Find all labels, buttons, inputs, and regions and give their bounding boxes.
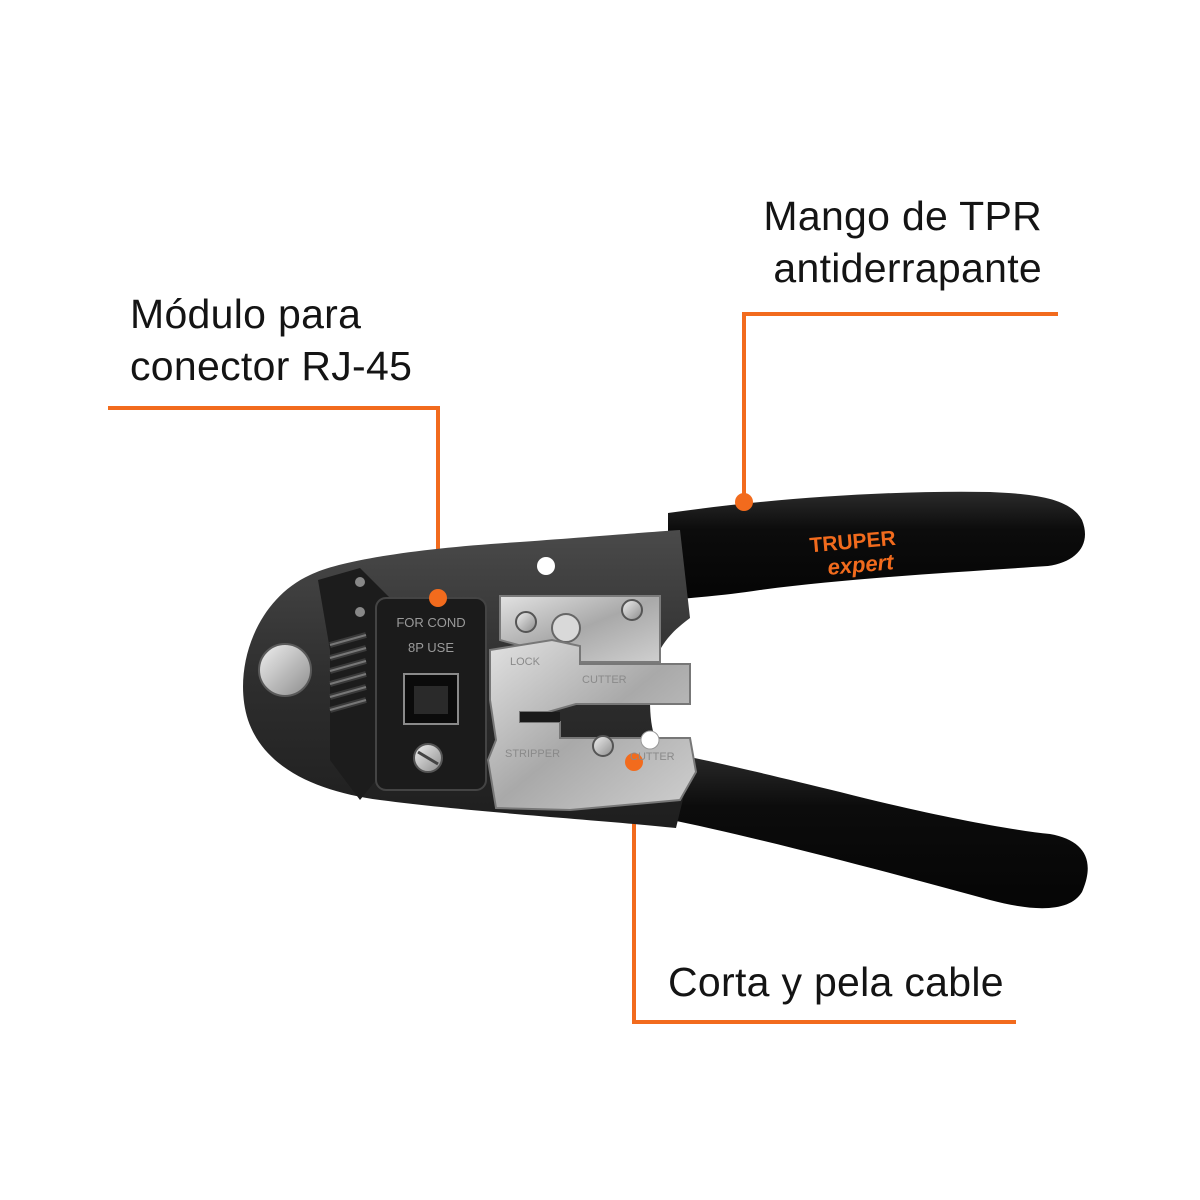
hole: [537, 557, 555, 575]
blade-text-cutter: CUTTER: [582, 674, 627, 686]
callout-label-line: conector RJ-45: [130, 343, 413, 389]
callout-label-line: Corta y pela cable: [668, 959, 1004, 1005]
die-text-1: FOR COND: [396, 615, 465, 630]
callout-label-line: antiderrapante: [773, 245, 1042, 291]
cutter-slot: [520, 712, 560, 722]
brand-subname: expert: [826, 549, 896, 580]
blade-text-stripper-cutter: CUTTER: [630, 751, 675, 763]
brand-logo: TRUPER expert: [809, 527, 897, 580]
upper-handle-grip: [668, 491, 1085, 600]
callout-line-rj45: [108, 406, 440, 598]
pivot-cam: [551, 613, 581, 643]
screw-icon: [592, 735, 614, 757]
rj45-socket: [403, 673, 459, 725]
screw-icon: [621, 599, 643, 621]
callout-dot-handle: [735, 493, 753, 511]
callout-lines: [108, 312, 1058, 1024]
callout-label-cutter: Corta y pela cable: [668, 956, 1004, 1008]
callout-label-line: Módulo para: [130, 291, 362, 337]
die-text-2: 8P USE: [408, 640, 454, 655]
lower-handle-grip: [662, 752, 1088, 909]
jaw-head: [318, 568, 392, 800]
callout-label-line: Mango de TPR: [763, 193, 1042, 239]
callout-label-handle: Mango de TPR antiderrapante: [763, 190, 1042, 294]
callout-line-handle: [742, 312, 1058, 502]
rj45-socket-inner: [414, 686, 448, 714]
callout-label-rj45-module: Módulo para conector RJ-45: [130, 288, 412, 392]
callout-line-cutter: [632, 762, 1016, 1024]
blade-text-lock: LOCK: [510, 656, 541, 668]
pivot-pin: [258, 643, 312, 697]
rivet: [355, 577, 365, 587]
callout-dot-cutter: [625, 753, 643, 771]
blade-text-stripper: STRIPPER: [505, 748, 560, 760]
screw-icon: [515, 611, 537, 633]
rivet: [355, 607, 365, 617]
callout-dot-rj45: [429, 589, 447, 607]
stripper-notch: [640, 730, 660, 750]
